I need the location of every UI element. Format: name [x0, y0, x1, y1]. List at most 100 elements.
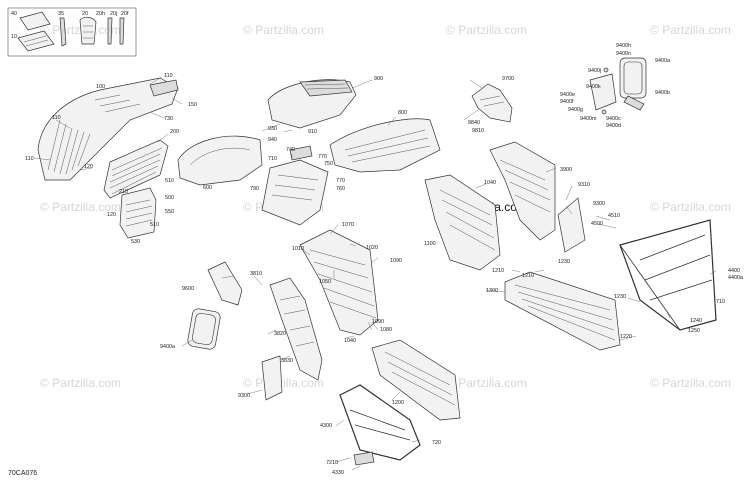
label: 9700	[502, 76, 514, 82]
grille	[103, 139, 169, 199]
label: 900	[374, 76, 383, 82]
label: 1070	[342, 222, 354, 228]
label: 20	[82, 11, 88, 17]
label: 770	[336, 178, 345, 184]
label: 770	[318, 154, 327, 160]
label: 110	[164, 73, 173, 79]
label: 3830	[281, 358, 293, 364]
label: 3900	[560, 167, 572, 173]
label: 740	[286, 147, 295, 153]
label: 9400h	[616, 43, 631, 49]
label: 35	[58, 11, 64, 17]
a-pillar-panel	[299, 229, 379, 336]
label: 150	[188, 102, 197, 108]
label: 9310	[578, 182, 590, 188]
label: 500	[165, 195, 174, 201]
label: 9400a	[160, 344, 175, 350]
label: 1090	[390, 258, 402, 264]
label: 110	[25, 156, 34, 162]
label: 4400	[728, 268, 740, 274]
label: 10	[11, 34, 17, 40]
label: 910	[308, 129, 317, 135]
label: 4300	[320, 423, 332, 429]
label: 100	[96, 84, 105, 90]
watermark: © Partzilla.com	[446, 23, 527, 37]
label: 510	[165, 178, 174, 184]
label: 4500	[591, 221, 603, 227]
label: 1200	[392, 400, 404, 406]
label: 9400c	[606, 116, 621, 122]
rear-view-mirror	[187, 308, 221, 350]
right-fender	[489, 141, 556, 241]
leader-lines	[33, 76, 717, 471]
label: 20f	[121, 11, 129, 17]
side-panel-upper	[424, 174, 501, 271]
watermark: © Partzilla.com	[650, 376, 731, 390]
front-fascia-assembly	[37, 77, 179, 181]
lower-side-panel	[371, 339, 461, 421]
label: 1230	[558, 259, 570, 265]
label: 3810	[250, 271, 262, 277]
label: 930	[268, 126, 277, 132]
lower-door-frame	[339, 384, 421, 466]
side-mirror	[589, 57, 647, 115]
label: 530	[131, 239, 140, 245]
lower-flap	[261, 355, 283, 401]
label: 9810	[472, 128, 484, 134]
b-pillar	[269, 277, 323, 381]
label: 1300	[486, 288, 498, 294]
label: 9400d	[606, 123, 621, 129]
label: 1210	[492, 268, 504, 274]
label: 510	[150, 222, 159, 228]
label: 210	[119, 189, 128, 195]
label: 9300	[238, 393, 250, 399]
label: 790	[250, 186, 259, 192]
label: 9400n	[616, 51, 631, 57]
label: 1020	[366, 245, 378, 251]
label: 9400k	[586, 84, 601, 90]
label: 9400b	[655, 90, 670, 96]
label: 9300	[593, 201, 605, 207]
label: 550	[165, 209, 174, 215]
label: 4400a	[728, 275, 743, 281]
label: 600	[203, 185, 212, 191]
callout-labels: 40 10 35 20 20h 20j 20f 100 110 150 730 …	[11, 11, 743, 476]
watermark: © Partzilla.com	[650, 200, 731, 214]
hood	[267, 79, 357, 129]
label: 710	[716, 299, 725, 305]
label: 4330	[332, 470, 344, 476]
watermark: © Partzilla.com	[40, 200, 121, 214]
watermark: © Partzilla.com	[243, 23, 324, 37]
label: 110	[52, 115, 61, 121]
center-cover	[261, 145, 329, 226]
label: 1050	[319, 279, 331, 285]
label: 3820	[274, 331, 286, 337]
label: 760	[336, 186, 345, 192]
label: 730	[164, 116, 173, 122]
dash-panel	[329, 118, 441, 173]
kit-box	[7, 7, 137, 57]
label: 40	[11, 11, 17, 17]
lower-bracket	[119, 187, 157, 239]
grab-handle	[207, 261, 243, 306]
label: 120	[84, 164, 93, 170]
label: 800	[398, 110, 407, 116]
label: 9400m	[580, 116, 597, 122]
label: 710	[268, 156, 277, 162]
rocker-panel	[504, 271, 621, 351]
label: 1080	[380, 327, 392, 333]
label: 9400g	[568, 107, 583, 113]
label: 1220	[620, 334, 632, 340]
mirror-bracket	[471, 83, 513, 123]
label: 1250	[688, 328, 700, 334]
label: 750	[324, 161, 333, 167]
watermark: © Partzilla.com	[650, 23, 731, 37]
label: 1230	[614, 294, 626, 300]
label: 940	[268, 137, 277, 143]
label: 1240	[690, 318, 702, 324]
door-frame	[619, 219, 717, 331]
label: 120	[107, 212, 116, 218]
label: 1040	[344, 338, 356, 344]
label: 20h	[96, 11, 105, 17]
